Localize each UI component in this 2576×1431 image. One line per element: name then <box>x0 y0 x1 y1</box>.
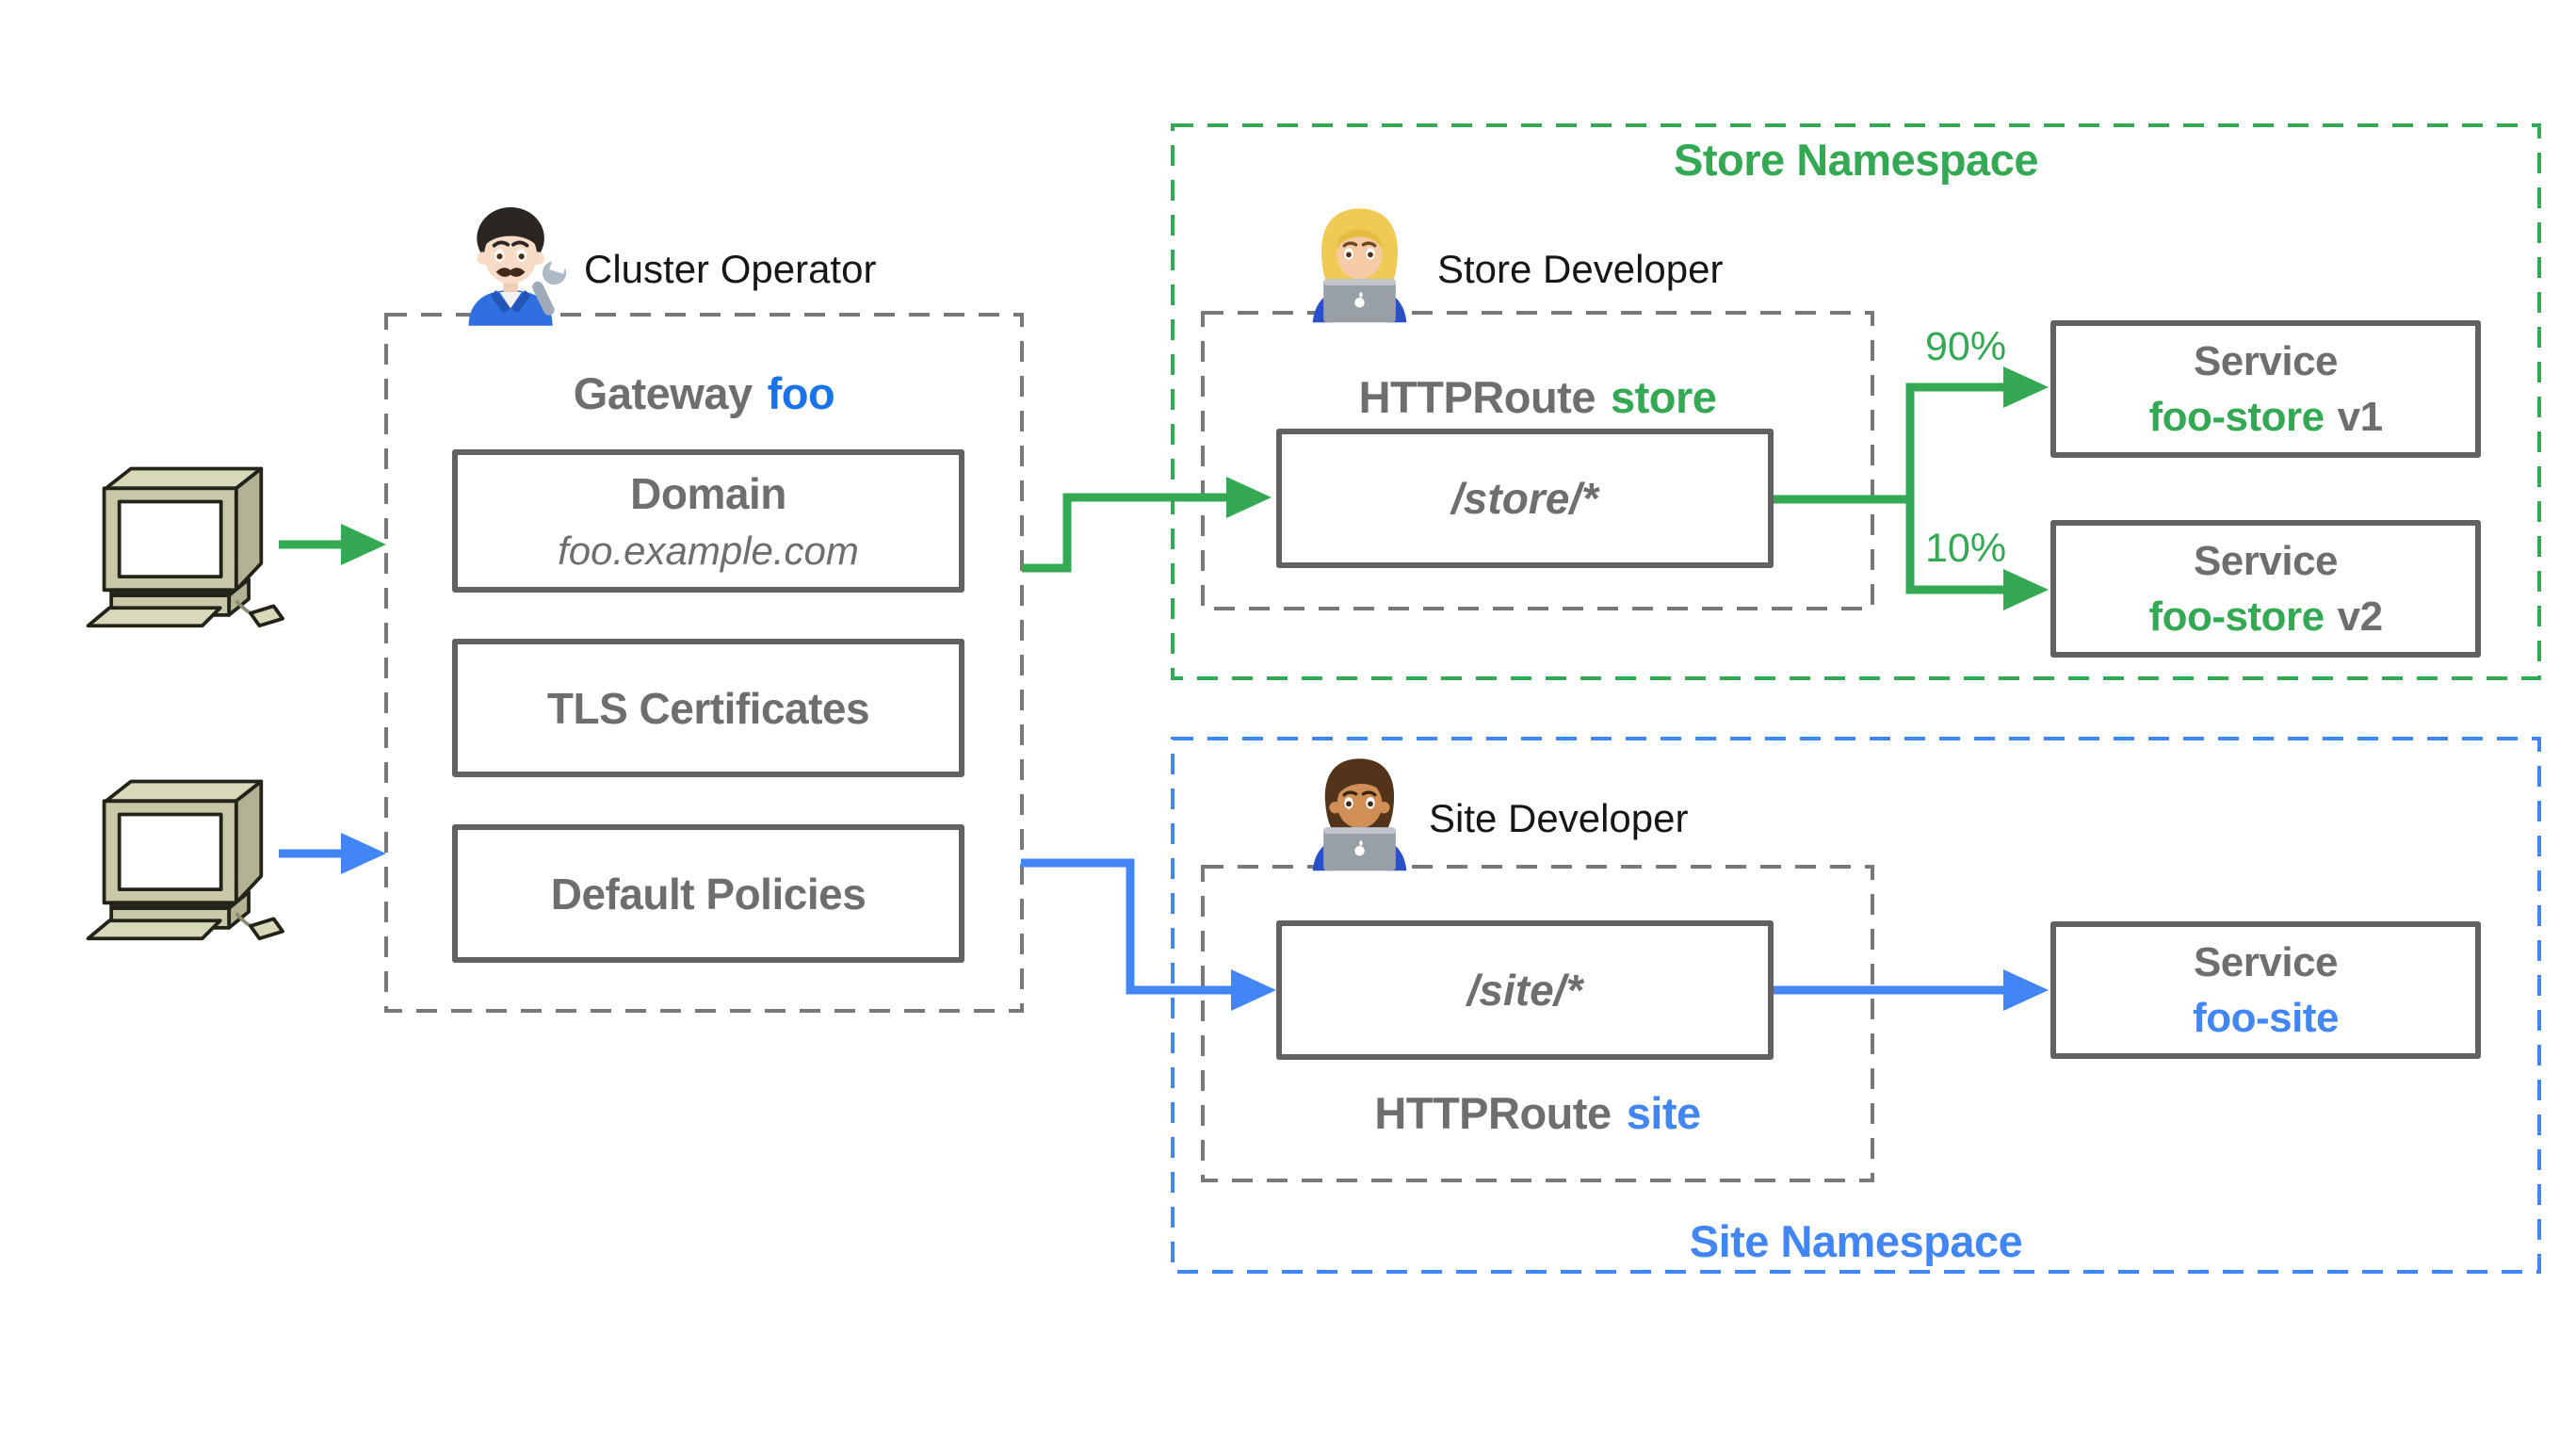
v1-arrowhead <box>2003 366 2049 408</box>
default-policies-label: Default Policies <box>550 869 867 919</box>
site-path-box: /site/* <box>1276 920 1774 1060</box>
split-10-label: 10% <box>1925 526 2007 571</box>
httproute-site-prefix: HTTPRoute <box>1374 1088 1612 1138</box>
domain-card-value: foo.example.com <box>558 528 859 573</box>
tls-certificates-card: TLS Certificates <box>452 639 964 777</box>
cluster-operator-label: Cluster Operator <box>584 247 877 291</box>
mouse <box>249 604 284 628</box>
domain-card: Domain foo.example.com <box>452 449 964 593</box>
service-site-kind: Service <box>2193 938 2339 985</box>
default-policies-card: Default Policies <box>452 824 964 963</box>
wrench-icon <box>532 259 567 316</box>
tls-certificates-label: TLS Certificates <box>546 683 870 733</box>
gateway-title-name: foo <box>767 368 835 418</box>
woman-technologist-icon <box>1312 208 1407 323</box>
service-v2-name: foo-store <box>2148 594 2325 640</box>
httproute-site-name: site <box>1626 1088 1702 1138</box>
httproute-store-prefix: HTTPRoute <box>1358 372 1596 422</box>
mouse <box>249 917 284 941</box>
site-path-text: /site/* <box>1466 966 1583 1015</box>
service-v1-name-line: foo-store v1 <box>2148 389 2383 445</box>
domain-card-title: Domain <box>630 469 786 518</box>
service-v1-version: v1 <box>2337 394 2383 440</box>
site-route-arrowhead <box>1231 969 1276 1011</box>
service-v1-kind: Service <box>2193 337 2339 384</box>
service-v2-version: v2 <box>2337 594 2383 640</box>
store-path-text: /store/* <box>1451 474 1598 523</box>
httproute-site-title: HTTPRoute site <box>1203 1091 1872 1135</box>
man-mechanic-icon <box>468 207 567 326</box>
service-v2-kind: Service <box>2193 537 2339 584</box>
store-path-box: /store/* <box>1276 429 1774 568</box>
client2-arrowhead <box>341 833 386 874</box>
service-site-name-line: foo-site <box>2193 990 2339 1046</box>
store-namespace-title: Store Namespace <box>1674 135 2038 185</box>
client1-arrowhead <box>341 524 386 565</box>
gateway-to-store-route-line <box>1022 493 1228 573</box>
service-v2-name-line: foo-store v2 <box>2148 589 2383 644</box>
foo-site-arrowhead <box>2003 969 2049 1011</box>
split-90-label: 90% <box>1925 324 2007 369</box>
site-developer-label: Site Developer <box>1429 796 1689 840</box>
service-site-name: foo-site <box>2193 995 2339 1041</box>
httproute-store-name: store <box>1610 372 1717 422</box>
store-route-arrowhead <box>1226 477 1272 518</box>
httproute-store-title: HTTPRoute store <box>1203 375 1872 419</box>
man-technologist-icon <box>1312 758 1407 871</box>
site-namespace-title: Site Namespace <box>1689 1216 2023 1266</box>
client-computer-2-icon <box>86 779 284 941</box>
service-v1-name: foo-store <box>2148 394 2325 440</box>
client-computer-1-icon <box>86 466 284 628</box>
gateway-to-site-route-line <box>1021 858 1233 995</box>
gateway-title-prefix: Gateway <box>573 368 753 418</box>
service-foo-store-v1-box: Service foo-store v1 <box>2050 320 2481 458</box>
service-foo-store-v2-box: Service foo-store v2 <box>2050 520 2481 658</box>
v2-arrowhead <box>2003 569 2049 610</box>
service-foo-site-box: Service foo-site <box>2050 921 2481 1059</box>
gateway-title: Gateway foo <box>386 371 1022 415</box>
store-developer-label: Store Developer <box>1437 247 1724 291</box>
